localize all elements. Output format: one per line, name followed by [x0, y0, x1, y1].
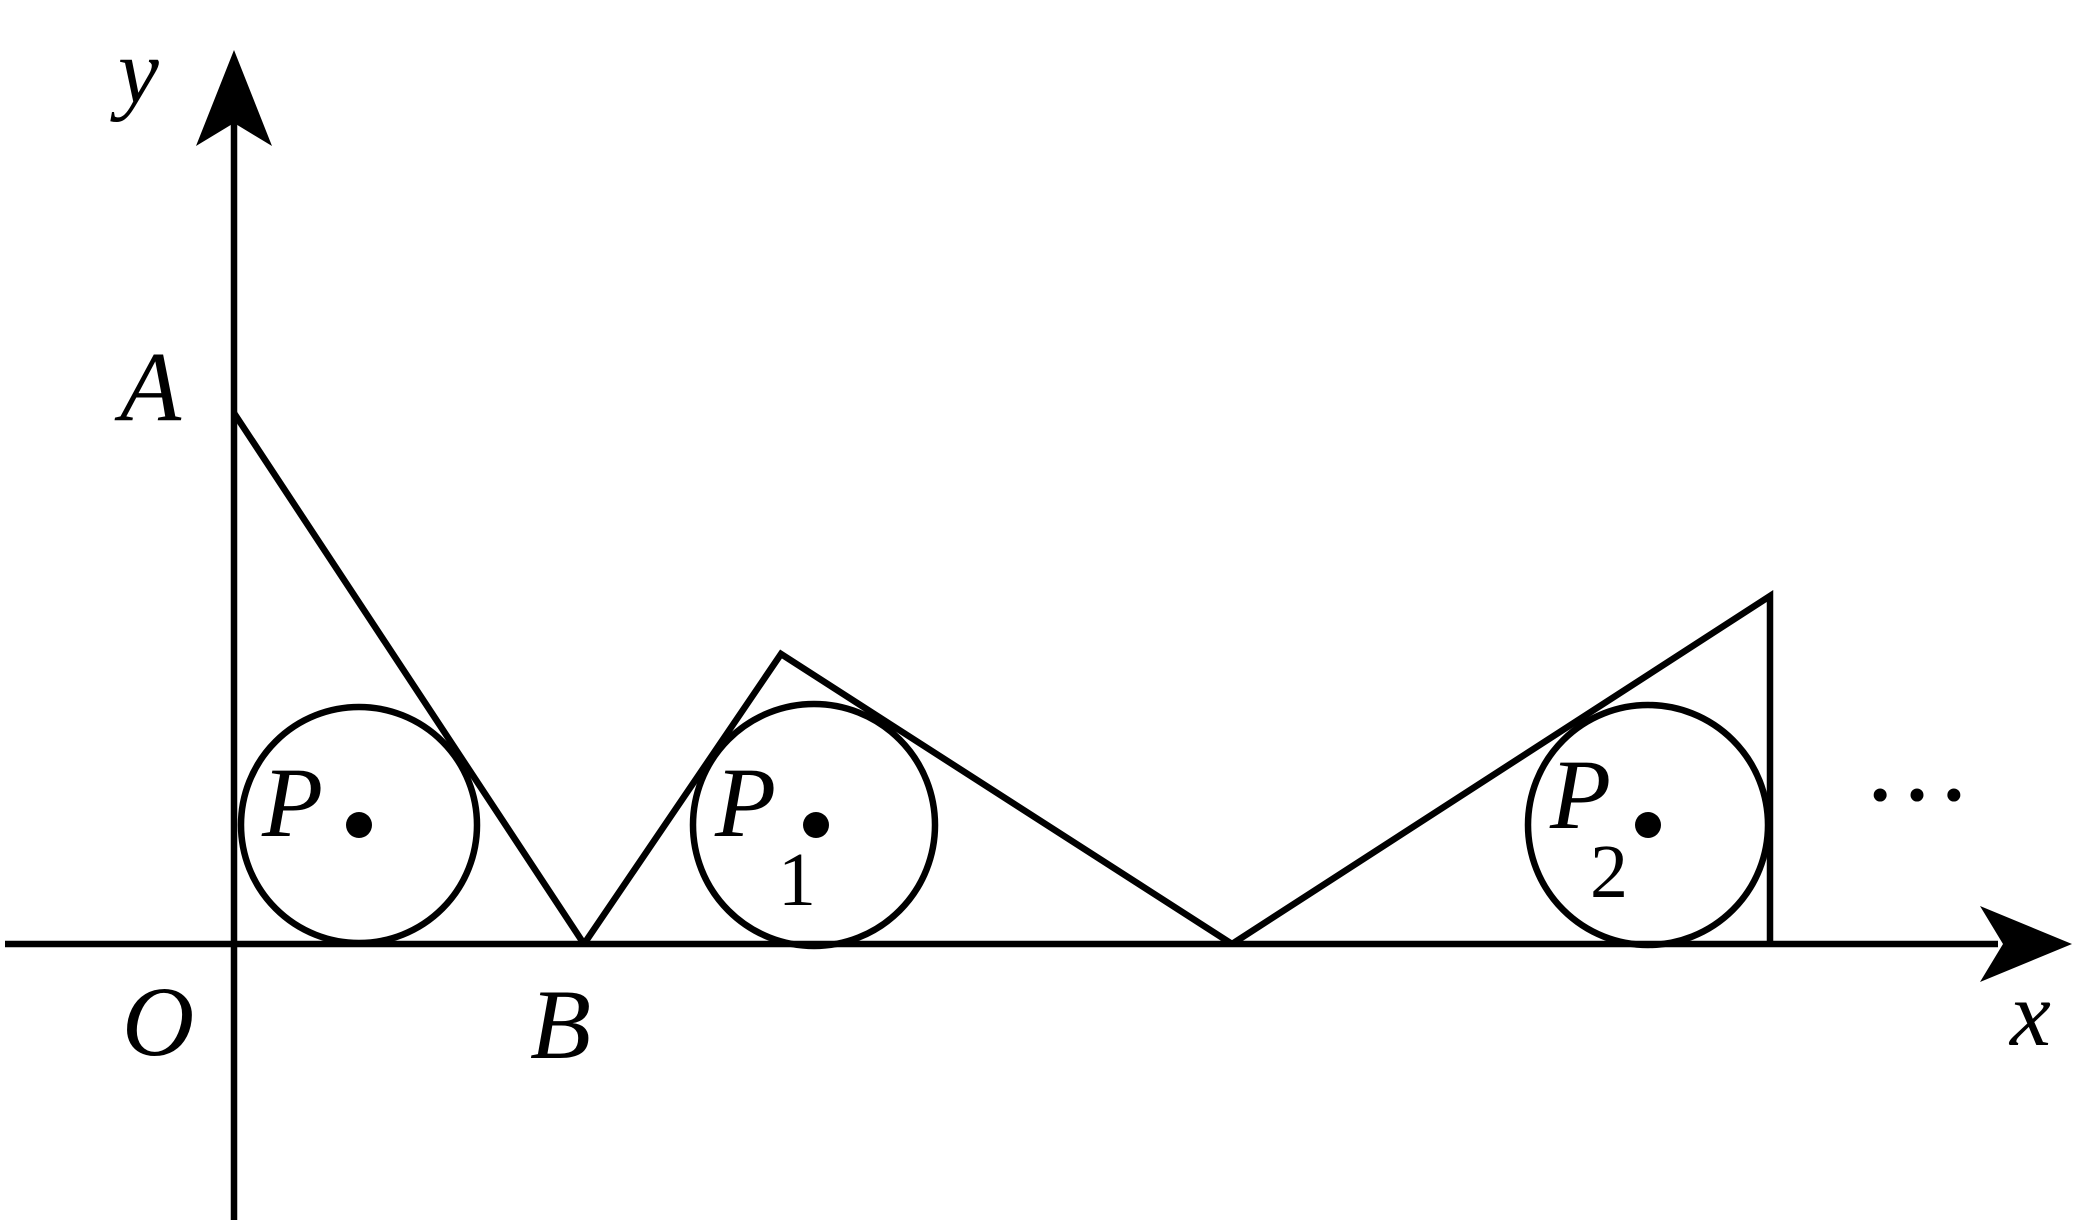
circle-P2-label: P [1549, 739, 1611, 850]
incircle-P1 [689, 700, 939, 950]
center-point-P [346, 812, 372, 838]
origin-label: O [122, 966, 194, 1077]
circle-P-label: P [261, 747, 323, 858]
point-A-label: A [114, 331, 182, 442]
continuation-ellipsis: … [1862, 702, 1978, 824]
triangle-2-sides [581, 649, 1234, 947]
center-point-P2 [1635, 812, 1661, 838]
circle-P2-subscript: 2 [1590, 830, 1628, 914]
x-axis-label: x [2008, 963, 2051, 1065]
center-point-P1 [803, 812, 829, 838]
circle-P1-subscript: 1 [778, 838, 816, 922]
x-axis-arrowhead [1980, 906, 2072, 982]
triangle-AOB-hypotenuse [231, 411, 587, 946]
circle-P1-label: P [714, 747, 776, 858]
point-B-label: B [530, 969, 591, 1080]
incircle-P [237, 703, 481, 947]
triangle-3-sides [1230, 590, 1774, 947]
y-axis-label: y [110, 20, 159, 122]
incircle-P2 [1524, 701, 1772, 949]
y-axis-arrowhead [196, 50, 272, 146]
